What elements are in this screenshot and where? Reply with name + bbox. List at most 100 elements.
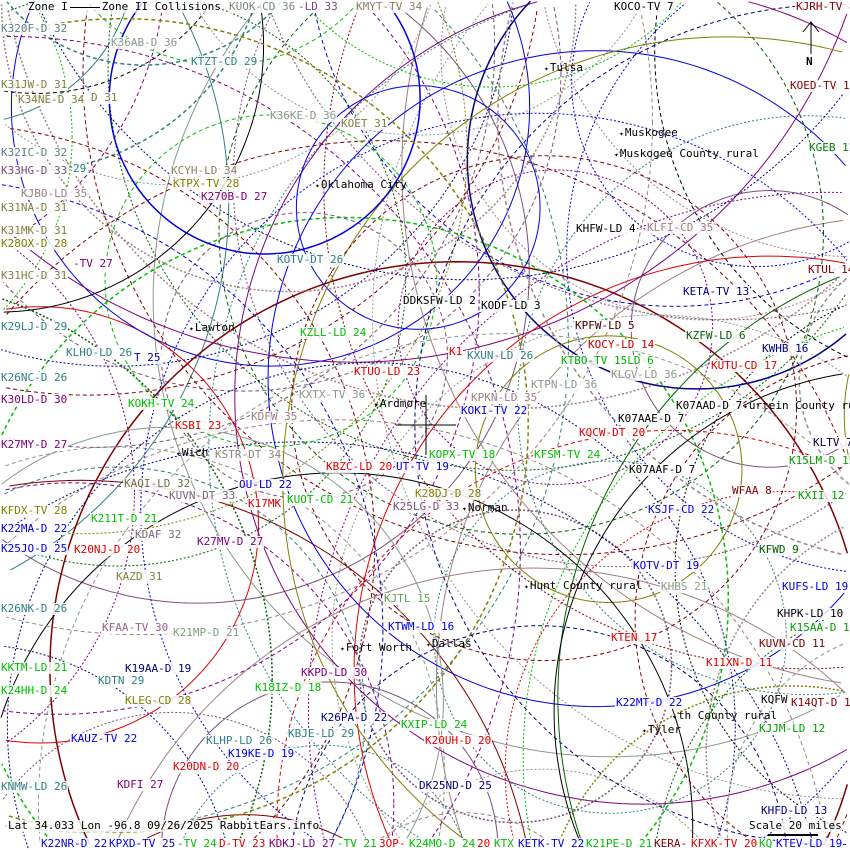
station-label[interactable]: KTWM-LD 16 xyxy=(387,620,456,633)
station-label[interactable]: DK25ND-D 25 xyxy=(418,779,493,792)
station-label[interactable]: K30LD-D 30 xyxy=(0,393,69,406)
station-label[interactable]: KZFW-LD 6 xyxy=(685,329,747,342)
station-label[interactable]: 3OP- xyxy=(378,837,407,850)
station-label[interactable]: 20 xyxy=(476,837,492,850)
station-label[interactable]: D-TV 23 xyxy=(218,837,267,850)
station-label[interactable]: 29 xyxy=(72,162,88,175)
station-label[interactable]: KKTM-LD 21 xyxy=(0,661,69,674)
station-label[interactable]: KTEN 17 xyxy=(610,631,659,644)
station-label[interactable]: K22NR-D 22 xyxy=(40,837,109,850)
station-label[interactable]: KWHB 16 xyxy=(761,342,810,355)
station-label[interactable]: KETK-TV 22 xyxy=(517,837,586,850)
station-label[interactable]: KJRH-TV 8 xyxy=(795,1,850,13)
station-label[interactable]: KLTV 7 xyxy=(812,437,850,449)
station-label[interactable]: KDKJ-LD 27 xyxy=(268,837,337,850)
station-label[interactable]: KCYH-LD 34 xyxy=(170,164,239,177)
station-label[interactable]: KHBS 21 xyxy=(660,580,709,593)
station-label[interactable]: K25LG-D 33 xyxy=(392,500,461,513)
station-label[interactable]: KSTR-DT 34 xyxy=(214,448,283,461)
station-label[interactable]: KOED-TV 11 xyxy=(789,80,850,92)
station-label[interactable]: -TV 21 xyxy=(336,837,378,850)
station-label[interactable]: KLHO-LD 26 xyxy=(65,346,134,359)
station-label[interactable]: KFDX-TV 28 xyxy=(0,504,69,517)
station-label[interactable]: KBJE-LD 29 xyxy=(287,727,356,740)
station-label[interactable]: K320F-D 32 xyxy=(0,22,69,35)
station-label[interactable]: KTPX-TV 28 xyxy=(172,177,241,190)
station-label[interactable]: K33HG-D 33 xyxy=(0,164,69,177)
station-label[interactable]: D 31 xyxy=(90,91,119,104)
station-label[interactable]: KSBI 23 xyxy=(174,419,223,432)
station-label[interactable]: K26NK-D 26 xyxy=(0,602,69,615)
station-label[interactable]: K14QT-D 14 xyxy=(790,697,850,709)
station-label[interactable]: KLEG-CD 28 xyxy=(124,694,193,707)
station-label[interactable]: K31HC-D 31 xyxy=(0,269,69,282)
station-label[interactable]: KODF-LD 3 xyxy=(480,299,542,312)
station-label[interactable]: KPFW-LD 5 xyxy=(574,319,636,332)
station-label[interactable]: K29LJ-D 29 xyxy=(0,320,69,333)
station-label[interactable]: K28DJ-D 28 xyxy=(414,487,483,500)
station-label[interactable]: KOKI-TV 22 xyxy=(460,404,529,417)
station-label[interactable]: KUOK-CD 36 xyxy=(228,0,297,13)
station-label[interactable]: KTEV-LD 19 xyxy=(775,837,844,850)
station-label[interactable]: KXTX-TV 36 xyxy=(298,388,367,401)
station-label[interactable]: KBZC-LD 20 xyxy=(325,460,394,473)
station-label[interactable]: K19AA-D 19 xyxy=(124,662,193,675)
station-label[interactable]: K1 xyxy=(448,345,464,358)
station-label[interactable]: KXII 12 xyxy=(797,489,846,502)
station-label[interactable]: KHFD-LD 13 xyxy=(760,804,829,817)
station-label[interactable]: K211T-D 21 xyxy=(90,512,159,525)
station-label[interactable]: KTBO-TV 15LD 6 xyxy=(560,354,655,367)
station-label[interactable]: UT-TV 19 xyxy=(395,460,450,473)
station-label[interactable]: KDFI 27 xyxy=(116,778,165,791)
station-label[interactable]: KJJM-LD 12 xyxy=(758,722,827,735)
station-label[interactable]: KUFS-LD 19 xyxy=(781,580,850,593)
station-label[interactable]: K21MP-D 21 xyxy=(172,626,241,639)
station-label[interactable]: K26NC-D 26 xyxy=(0,371,69,384)
station-label[interactable]: KJTL 15 xyxy=(383,592,432,605)
station-label[interactable]: DDKSFW-LD 2 xyxy=(402,294,477,307)
station-label[interactable]: K19KE-D 19 xyxy=(227,747,296,760)
station-label[interactable]: KOPX-TV 18 xyxy=(428,448,497,461)
station-label[interactable]: KDTN 29 xyxy=(97,674,146,687)
station-label[interactable]: KOET 31 xyxy=(340,117,389,130)
station-label[interactable]: K31JW-D 31 xyxy=(0,78,69,91)
station-label[interactable]: K36AB-D 36 xyxy=(110,36,179,49)
station-label[interactable]: KOTV-DT 19 xyxy=(632,559,701,572)
station-label[interactable]: KJBO-LD 35 xyxy=(20,187,89,200)
station-label[interactable]: KSJF-CD 22 xyxy=(647,503,716,516)
station-label[interactable]: K31MK-D 31 xyxy=(0,224,69,237)
station-label[interactable]: KOKH-TV 24 xyxy=(127,397,196,410)
station-label[interactable]: KQCW-DT 20 xyxy=(578,426,647,439)
station-label[interactable]: KNMW-LD 26 xyxy=(0,780,69,793)
station-label[interactable]: KUOT-CD 21 xyxy=(286,493,355,506)
station-label[interactable]: K31NA-D 31 xyxy=(0,201,69,214)
station-label[interactable]: KLHP-LD 26 xyxy=(205,734,274,747)
station-label[interactable]: KGEB 12 xyxy=(808,142,850,154)
station-label[interactable]: K34NE-D 34 xyxy=(17,93,86,106)
station-label[interactable]: K15AA-D 15 xyxy=(789,622,850,634)
station-label[interactable]: -TV 27 xyxy=(72,257,114,270)
station-label[interactable]: KHPK-LD 10 xyxy=(776,607,845,620)
station-label[interactable]: KPXD-TV 25 xyxy=(108,837,177,850)
station-label[interactable]: KOCO-TV 7 xyxy=(613,0,675,13)
station-label[interactable]: K26PA-D 22 xyxy=(320,711,389,724)
station-label[interactable]: K22MT-D 22 xyxy=(615,696,684,709)
station-label[interactable]: K18IZ-D 18 xyxy=(254,681,323,694)
station-label[interactable]: KUVN-CD 11 xyxy=(758,637,827,650)
station-label[interactable]: K27MV-D 27 xyxy=(196,535,265,548)
station-label[interactable]: K17MK xyxy=(247,497,283,510)
station-label[interactable]: KAZD 31 xyxy=(115,570,164,583)
station-label[interactable]: KTPN-LD 36 xyxy=(530,378,599,391)
station-label[interactable]: WFAA 8 xyxy=(731,484,773,497)
station-label[interactable]: KMYT-TV 34 xyxy=(355,0,424,13)
station-label[interactable]: KQFW xyxy=(760,693,789,706)
station-label[interactable]: K20UH-D 20 xyxy=(424,734,493,747)
station-label[interactable]: KETA-TV 13 xyxy=(682,285,751,298)
station-label[interactable]: KQ xyxy=(758,837,774,850)
station-label[interactable]: KZLL-LD 24 xyxy=(299,326,368,339)
station-label[interactable]: KKPD-LD 30 xyxy=(300,666,369,679)
station-label[interactable]: KLGV-LD 36 xyxy=(610,368,679,381)
station-label[interactable]: KTX xyxy=(493,837,515,850)
station-label[interactable]: K07AAD-D 7 xyxy=(675,399,744,412)
